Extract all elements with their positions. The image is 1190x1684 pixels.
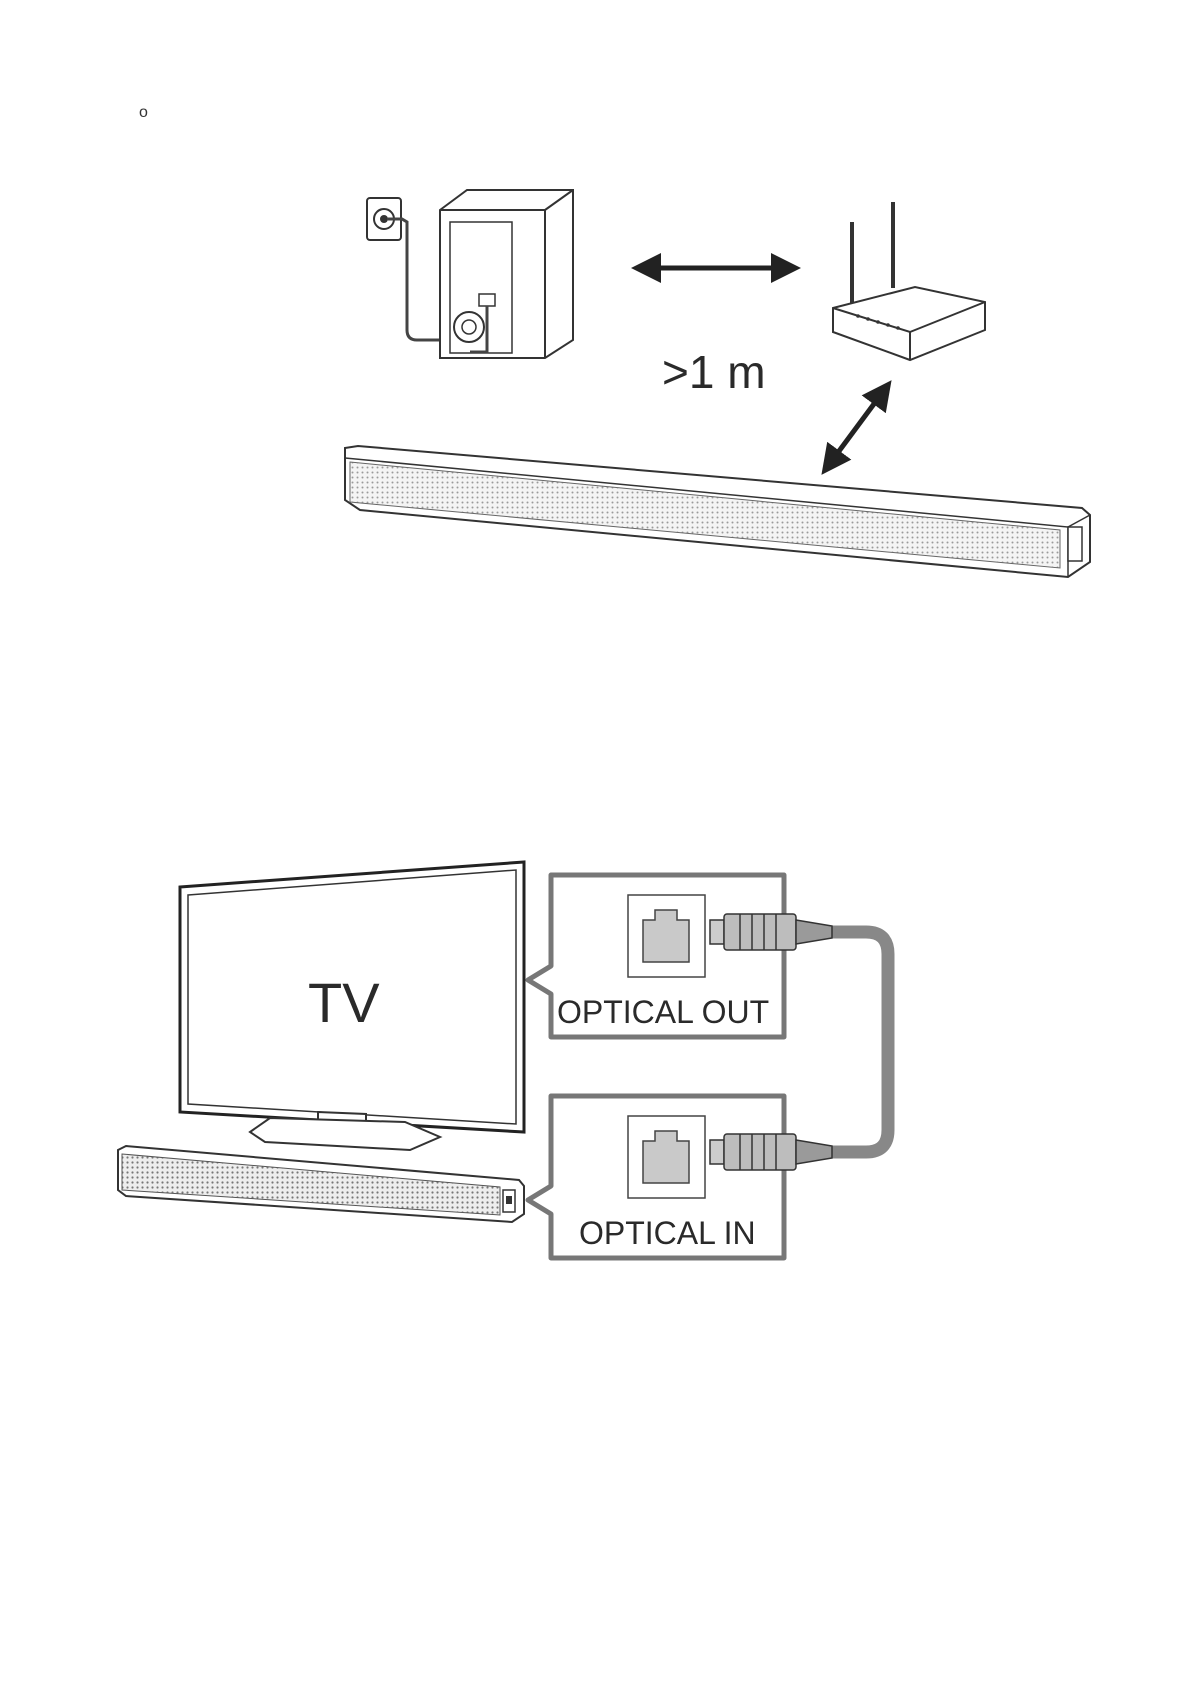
optical-out-port-icon (628, 895, 705, 977)
router-icon (833, 202, 985, 360)
optical-in-port-icon (628, 1116, 705, 1198)
distance-label: >1 m (662, 346, 766, 398)
optical-out-label: OPTICAL OUT (557, 994, 769, 1030)
subwoofer-icon (440, 190, 573, 358)
soundbar-small-icon (118, 1146, 524, 1222)
optical-connection-figure: TV OPTICAL OUT (118, 862, 888, 1258)
distance-arrow-diagonal (825, 385, 888, 470)
tv-label: TV (308, 971, 380, 1034)
optical-in-label: OPTICAL IN (579, 1215, 756, 1251)
wireless-placement-figure: >1 m (345, 190, 1090, 577)
soundbar-icon (345, 446, 1090, 577)
